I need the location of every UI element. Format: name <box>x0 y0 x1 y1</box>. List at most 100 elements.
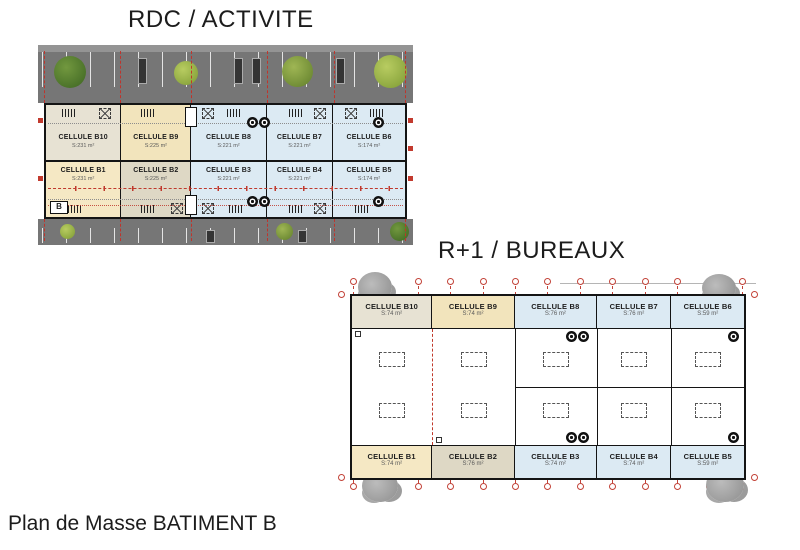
grid-marker-row-bottom <box>350 474 746 490</box>
grid-marker-icon <box>350 278 357 295</box>
cell-area: S:76 m² <box>462 461 484 468</box>
cell-area: S:74 m² <box>381 311 403 318</box>
rdc-parking-top <box>38 45 413 103</box>
axis-line <box>120 51 121 103</box>
cell-area: S:76 m² <box>623 311 645 318</box>
dimension-ticks <box>48 186 403 191</box>
cell-label: CELLULE B10 <box>365 302 418 311</box>
spiral-stair-icon <box>728 432 739 443</box>
reserved-area-icon <box>313 108 326 119</box>
car-icon <box>234 58 243 84</box>
car-icon <box>206 230 215 243</box>
grid-marker-icon <box>751 474 758 481</box>
cell-area: S:74 m² <box>462 311 484 318</box>
parking-stall-lines <box>42 52 409 87</box>
cell-label: CELLULE B8 <box>531 302 580 311</box>
grid-marker-icon <box>350 474 357 490</box>
road-edge-band <box>38 45 413 52</box>
building-letter-box: B <box>50 201 68 214</box>
tree-icon <box>276 223 293 240</box>
spiral-stair-icon <box>578 331 590 342</box>
stairs-icon <box>288 205 304 213</box>
expansion-joint-line <box>432 329 434 445</box>
cell-area: S:59 m² <box>697 461 719 468</box>
cell-label: CELLULE B3 <box>531 452 580 461</box>
cell-area: S:225 m² <box>144 175 168 182</box>
car-icon <box>336 58 345 84</box>
axis-line <box>405 51 406 103</box>
cell-area: S:231 m² <box>72 142 95 149</box>
skylight-dashed-rect <box>621 403 648 419</box>
rdc-parking-bottom <box>38 219 413 245</box>
cell-label: CELLULE B2 <box>448 452 498 461</box>
grid-marker-icon <box>641 278 649 295</box>
axis-line <box>334 219 335 241</box>
grid-marker-icon <box>512 278 520 295</box>
tree-icon <box>390 222 409 241</box>
stairs-icon <box>288 109 304 117</box>
grid-marker-icon <box>609 474 617 490</box>
car-icon <box>298 230 307 243</box>
grid-marker-icon <box>479 278 487 295</box>
skylight-dashed-rect <box>379 403 406 419</box>
stairs-icon <box>370 109 386 117</box>
mezzanine-dashed-line <box>48 123 403 124</box>
reserved-area-icon <box>171 203 184 214</box>
boundary-line <box>560 283 756 284</box>
cell-label: CELLULE B9 <box>133 134 179 141</box>
grid-marker-icon <box>674 474 682 490</box>
axis-line <box>267 219 268 241</box>
cell-area: S:174 m² <box>357 175 381 182</box>
grid-marker-icon <box>576 278 584 295</box>
stairs-icon <box>62 109 78 117</box>
axis-line <box>44 51 45 103</box>
tree-icon <box>174 61 198 85</box>
cell-label: CELLULE B3 <box>205 167 252 174</box>
cell-area: S:225 m² <box>144 142 168 149</box>
survey-mark-icon <box>38 118 43 123</box>
skylight-dashed-rect <box>379 352 406 368</box>
grid-marker-icon <box>447 278 455 295</box>
cell-label: CELLULE B2 <box>133 167 179 174</box>
grid-marker-icon <box>609 278 617 295</box>
spiral-stair-icon <box>259 117 271 128</box>
r1-title: R+1 / BUREAUX <box>438 237 626 264</box>
axis-line <box>120 219 121 241</box>
page-caption: Plan de Masse BATIMENT B <box>8 512 277 535</box>
spiral-stair-icon <box>578 432 590 443</box>
grid-marker-icon <box>338 474 345 481</box>
cell-area: S:231 m² <box>72 175 95 182</box>
stairs-icon <box>228 205 244 213</box>
r1-open-floor <box>352 329 744 445</box>
cell-area: S:74 m² <box>544 461 566 468</box>
stairs-icon <box>68 205 84 213</box>
skylight-dashed-rect <box>621 352 648 368</box>
cell-area: S:174 m² <box>357 142 381 149</box>
spiral-stair-icon <box>247 196 259 207</box>
survey-mark-icon <box>408 146 413 151</box>
rdc-title: RDC / ACTIVITE <box>128 6 314 33</box>
cell-area: S:221 m² <box>217 175 240 182</box>
reserved-area-icon <box>313 203 326 214</box>
axis-line <box>44 219 45 241</box>
grid-marker-icon <box>641 474 649 490</box>
car-icon <box>138 58 147 84</box>
door-icon <box>436 437 443 443</box>
cell-label: CELLULE B6 <box>683 302 732 311</box>
axis-line <box>334 51 335 103</box>
spiral-stair-icon <box>247 117 259 128</box>
grid-marker-icon <box>751 291 758 298</box>
cell-area: S:74 m² <box>381 461 403 468</box>
skylight-dashed-rect <box>542 403 569 419</box>
cell-label: CELLULE B7 <box>276 134 323 141</box>
